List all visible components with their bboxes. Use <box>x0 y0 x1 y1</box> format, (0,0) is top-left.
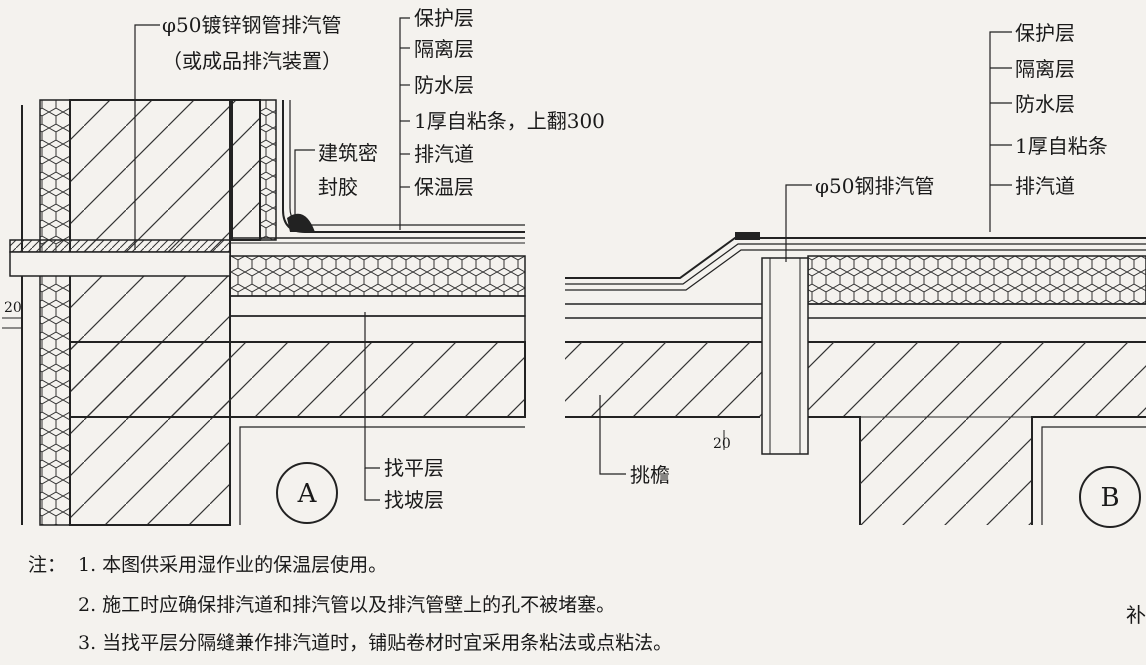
layer-a-protection: 保护层 <box>414 6 474 30</box>
roof-slab-a <box>69 341 526 418</box>
layer-b-isolation: 隔离层 <box>1015 57 1075 81</box>
slope-layer-a <box>229 295 526 317</box>
vent-pipe-a <box>9 251 231 277</box>
dimension-b: 20 <box>713 436 731 452</box>
insulation-layer-a <box>229 255 526 297</box>
bottom-label-sloping: 找坡层 <box>384 488 444 512</box>
layer-a-insulation: 保温层 <box>414 175 474 199</box>
edge-char: 补 <box>1126 603 1146 627</box>
layer-b-protection: 保护层 <box>1015 21 1075 45</box>
layer-a-selfadhesive: 1厚自粘条，上翻300 <box>414 109 605 133</box>
dimension-a: 20 <box>4 300 22 316</box>
note-2: 2. 施工时应确保排汽道和排汽管以及排汽管壁上的孔不被堵塞。 <box>78 594 616 616</box>
parapet-wall <box>231 99 261 241</box>
bottom-label-leveling: 找平层 <box>384 456 444 480</box>
layer-b-waterproof: 防水层 <box>1015 92 1075 116</box>
detail-b: B 保护层 隔离层 防水层 1厚自粘条 排汽道 φ50钢排汽管 挑檐 20 补 <box>565 21 1146 627</box>
detail-marker-a <box>276 462 338 524</box>
sealant-bead <box>287 213 315 232</box>
sealant-label-line1: 建筑密 <box>318 141 378 165</box>
pipe-label-a-line1: φ50镀锌钢管排汽管 <box>162 13 341 37</box>
pipe-label-b: φ50钢排汽管 <box>815 174 934 198</box>
wall-insulation-left <box>39 99 71 526</box>
insulation-layer-b <box>807 255 1146 305</box>
layer-b-selfadhesive: 1厚自粘条 <box>1015 134 1108 158</box>
pipe-label-a-line2: （或成品排汽装置） <box>162 49 342 73</box>
detail-a: A φ50镀锌钢管排汽管 （或成品排汽装置） 保护层 隔离层 防水层 1厚自粘条… <box>2 6 605 526</box>
layer-b-vent-channel: 排汽道 <box>1015 174 1075 198</box>
leveling-layer-a <box>229 315 526 343</box>
notes-prefix: 注： <box>28 554 67 576</box>
note-3: 3. 当找平层分隔缝兼作排汽道时，铺贴卷材时宜采用条粘法或点粘法。 <box>78 632 673 654</box>
detail-marker-a-label: A <box>297 479 318 509</box>
membrane-b <box>565 237 1146 279</box>
vent-pipe-b <box>761 257 809 455</box>
note-1: 1. 本图供采用湿作业的保温层使用。 <box>78 554 388 576</box>
roof-slab-b <box>565 342 1146 417</box>
layer-a-isolation: 隔离层 <box>414 37 474 61</box>
eave-label: 挑檐 <box>630 463 670 487</box>
wall-structure-left <box>69 99 231 526</box>
layer-a-waterproof: 防水层 <box>414 73 474 97</box>
detail-marker-b-label: B <box>1100 483 1119 513</box>
detail-marker-b <box>1079 466 1141 528</box>
layer-a-vent-channel: 排汽道 <box>414 142 474 166</box>
sealant-label-line2: 封胶 <box>318 175 358 199</box>
vent-pipe-a-wall <box>9 239 231 253</box>
